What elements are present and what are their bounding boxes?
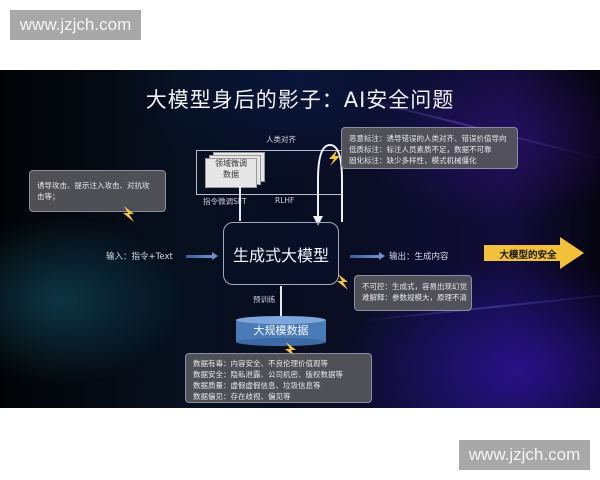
callout-line: 数据质量：虚假虚假信息、垃圾信息等 <box>193 381 321 390</box>
domain-finetune-data: 领域微调 数据 <box>205 158 257 180</box>
callout-output-risks: 不可控：生成式，容易出现幻觉 难解释：参数规模大，原理不清 <box>354 275 472 311</box>
generative-model-box: 生成式大模型 <box>223 222 339 285</box>
domain-data-line: 领域微调 <box>215 159 247 168</box>
slide-title: 大模型身后的影子：AI安全问题 <box>145 88 455 112</box>
sft-connector <box>239 183 241 221</box>
pretrain-connector <box>280 286 282 316</box>
callout-line: 击等； <box>37 192 60 201</box>
callout-line: 不可控：生成式，容易出现幻觉 <box>362 282 467 291</box>
callout-line: 数据偏见：存在歧视、偏见等 <box>193 392 291 401</box>
input-arrow <box>186 252 218 260</box>
lightning-bolt-icon <box>123 206 134 222</box>
watermark-top: www.jzjch.com <box>10 10 141 40</box>
callout-data-risks: 数据有毒：内容安全、不良伦理价值观等 数据安全：隐私泄露、公司机密、版权数据等 … <box>185 353 372 403</box>
large-data-label: 大规模数据 <box>253 324 309 337</box>
callout-alignment-risks: 恶意标注：诱导错误的人类对齐、错误价值导向 低质标注：标注人员素质不足，数据不可… <box>341 127 518 169</box>
callout-line: 难解释：参数规模大，原理不清 <box>362 293 467 302</box>
callout-line: 数据安全：隐私泄露、公司机密、版权数据等 <box>193 370 343 379</box>
lightning-bolt-icon <box>337 274 348 290</box>
callout-line: 数据有毒：内容安全、不良伦理价值观等 <box>193 359 328 368</box>
domain-data-line: 数据 <box>223 170 239 179</box>
sft-label: 指令微调SFT <box>203 197 247 206</box>
callout-input-attacks: 诱导攻击、提示注入攻击、对抗攻 击等； <box>29 170 166 212</box>
slide: 大模型身后的影子：AI安全问题 人类对齐 领域微调 数据 指令微调SFT RLH… <box>0 70 600 408</box>
safety-arrow <box>484 237 584 269</box>
large-data-cylinder <box>236 316 326 346</box>
callout-line: 恶意标注：诱导错误的人类对齐、错误价值导向 <box>349 134 507 143</box>
document-stack-icon <box>205 158 257 188</box>
rlhf-label: RLHF <box>275 196 295 205</box>
watermark-bottom: www.jzjch.com <box>459 440 590 470</box>
callout-line: 固化标注：缺少多样性，模式机械僵化 <box>349 156 477 165</box>
pretrain-label: 预训练 <box>253 295 276 304</box>
lightning-bolt-icon <box>329 150 340 166</box>
human-alignment-label: 人类对齐 <box>266 135 296 144</box>
input-label: 输入：指令+Text <box>106 252 173 262</box>
model-safety-label: 大模型的安全 <box>499 250 557 261</box>
callout-line: 诱导攻击、提示注入攻击、对抗攻 <box>37 181 150 190</box>
output-arrow <box>350 252 385 260</box>
output-label: 输出：生成内容 <box>389 252 449 262</box>
callout-line: 低质标注：标注人员素质不足，数据不可靠 <box>349 145 492 154</box>
